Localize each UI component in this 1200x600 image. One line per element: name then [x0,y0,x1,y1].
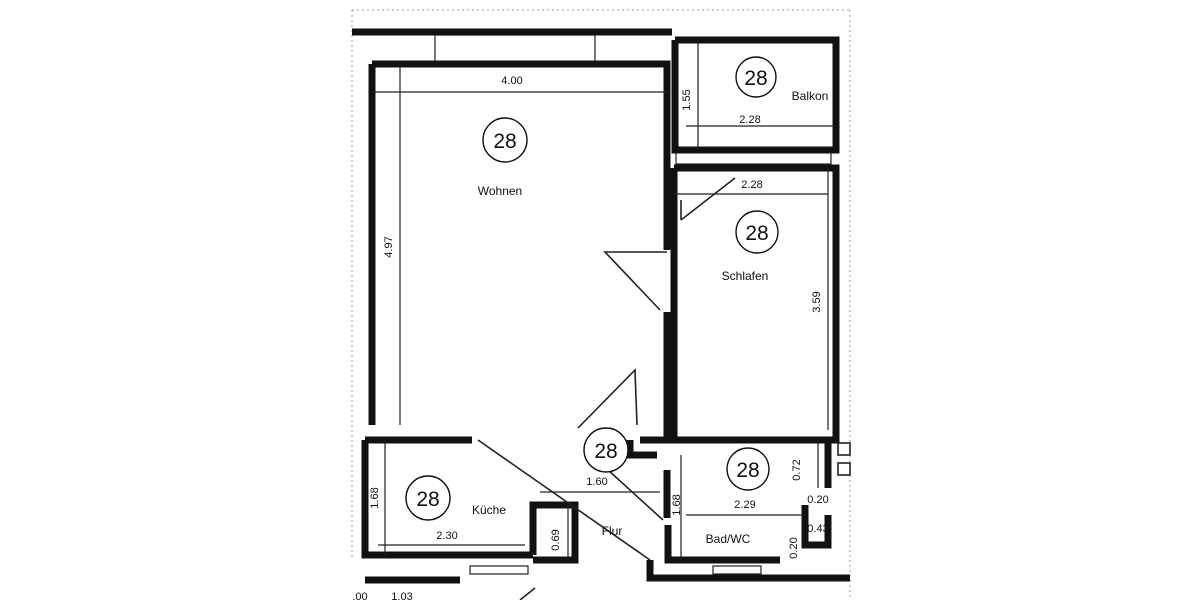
dim-flur-width: 1.60 [586,476,607,488]
room-number-flur: 28 [583,427,629,473]
dim-kueche-niche: 0.69 [550,529,562,550]
room-label-schlafen: Schlafen [722,269,769,283]
room-label-bad: Bad/WC [706,532,751,546]
room-number-text: 28 [745,222,768,245]
window-kueche [469,565,529,575]
windows [434,34,832,575]
dim-flur-height: 1.68 [671,494,683,515]
room-number-kueche: 28 [405,475,451,521]
dim-edge-b: 1.03 [391,591,412,600]
room-number-text: 28 [493,130,516,153]
right-edge-marks [837,442,851,476]
room-label-wohnen: Wohnen [478,184,522,198]
dim-bad-h2: 0.20 [807,494,828,506]
dim-bad-width: 2.29 [734,499,755,511]
dim-schlafen-height: 3.59 [811,291,823,312]
dim-schlafen-width: 2.28 [741,179,762,191]
dim-bad-h4: 0.20 [788,537,800,558]
dim-wohnen-width: 4.00 [501,75,522,87]
dimension-lines [372,40,836,560]
room-number-text: 28 [744,67,767,90]
room-label-flur: Flur [602,524,623,538]
room-number-balkon: 28 [735,56,777,98]
room-number-text: 28 [594,440,617,463]
room-number-text: 28 [736,459,759,482]
room-number-schlafen: 28 [735,210,779,254]
dim-balkon-height: 1.55 [681,89,693,110]
room-number-bad: 28 [726,447,770,491]
dim-bad-h1: 0.72 [791,459,803,480]
room-number-text: 28 [416,488,439,511]
room-number-wohnen: 28 [482,117,528,163]
window-bad [712,565,762,575]
dim-edge-a: .00 [352,591,367,600]
dim-kueche-height: 1.68 [369,487,381,508]
dim-kueche-width: 2.30 [436,530,457,542]
room-label-balkon: Balkon [792,89,829,103]
dim-wohnen-height: 4.97 [383,236,395,257]
door-swings [477,177,736,561]
room-label-kueche: Küche [472,503,506,517]
background-sketch-lines [351,9,851,600]
walls [352,28,850,600]
window-balkon-door [675,151,832,165]
dim-balkon-width: 2.28 [739,114,760,126]
dim-bad-h3: 0.43 [807,523,828,535]
